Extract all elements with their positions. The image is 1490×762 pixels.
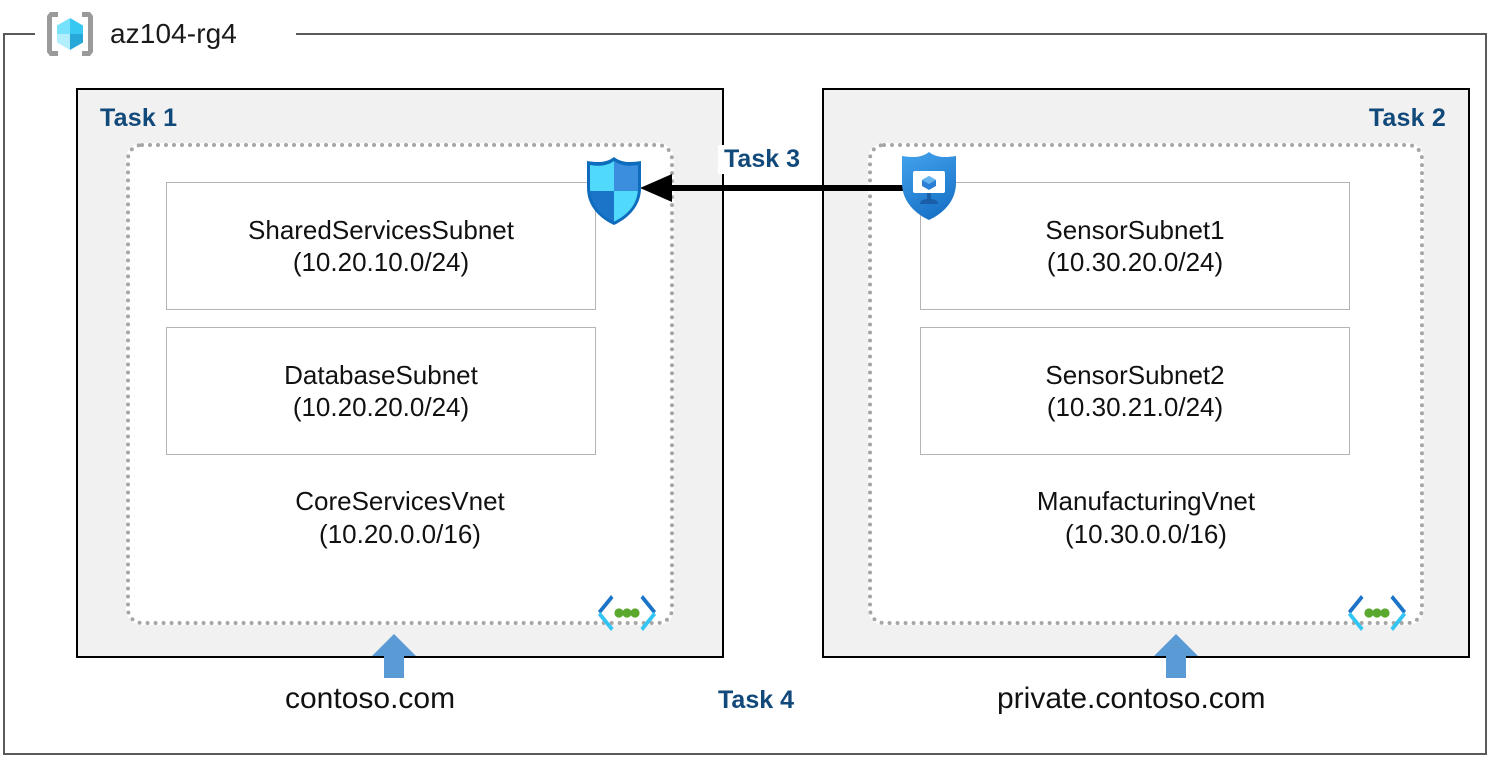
peering-arrow-left-icon — [640, 174, 914, 202]
task-3-label: Task 3 — [718, 145, 806, 174]
subnet-cidr: (10.20.10.0/24) — [292, 247, 470, 277]
vnet-icon — [598, 595, 656, 631]
vnet-manufacturing-boundary: SensorSubnet1 (10.30.20.0/24) SensorSubn… — [868, 143, 1424, 631]
virtual-machine-shield-icon — [902, 152, 956, 220]
vnet-name: CoreServicesVnet — [295, 486, 505, 516]
subnet-databasesubnet: DatabaseSubnet (10.20.20.0/24) — [166, 327, 596, 455]
resource-group-name: az104-rg4 — [110, 18, 237, 49]
resource-group-border-right — [1485, 33, 1487, 755]
vnet-cidr: (10.20.0.0/16) — [319, 518, 481, 549]
task-2-label: Task 2 — [1368, 104, 1446, 132]
resource-group-title: az104-rg4 — [44, 6, 247, 62]
vnet-name: ManufacturingVnet — [1036, 486, 1256, 516]
resource-group-border-top-left — [3, 33, 35, 35]
subnet-name: SharedServicesSubnet — [248, 214, 514, 245]
task-4-label: Task 4 — [718, 686, 794, 714]
subnet-name: DatabaseSubnet — [284, 359, 478, 390]
subnet-name: SensorSubnet1 — [1045, 214, 1225, 245]
up-arrow-icon-private-contoso — [1154, 634, 1198, 678]
up-arrow-icon-contoso — [372, 634, 416, 678]
network-security-group-shield-icon — [587, 157, 641, 225]
vnet-manufacturing-label: ManufacturingVnet (10.30.0.0/16) — [872, 485, 1420, 550]
subnet-sensorsubnet2: SensorSubnet2 (10.30.21.0/24) — [920, 327, 1350, 455]
task-1-label: Task 1 — [100, 104, 178, 132]
resource-group-border-left — [3, 33, 5, 755]
subnet-cidr: (10.20.20.0/24) — [292, 392, 470, 422]
subnet-cidr: (10.30.20.0/24) — [1046, 247, 1224, 277]
subnet-sensorsubnet1: SensorSubnet1 (10.30.20.0/24) — [920, 182, 1350, 310]
resource-group-border-top-right — [296, 33, 1487, 35]
dns-zone-private-contoso-label: private.contoso.com — [997, 682, 1266, 715]
dns-zone-contoso-label: contoso.com — [285, 682, 456, 715]
vnet-core-services-label: CoreServicesVnet (10.20.0.0/16) — [130, 485, 670, 550]
resource-group-cube-icon — [47, 12, 93, 56]
vnet-cidr: (10.30.0.0/16) — [1065, 518, 1227, 549]
vnet-icon — [1348, 595, 1406, 631]
subnet-sharedservicessubnet: SharedServicesSubnet (10.20.10.0/24) — [166, 182, 596, 310]
resource-group-border-bottom — [3, 753, 1487, 755]
subnet-cidr: (10.30.21.0/24) — [1046, 392, 1224, 422]
subnet-name: SensorSubnet2 — [1045, 359, 1225, 390]
vnet-core-services-boundary: SharedServicesSubnet (10.20.10.0/24) Dat… — [126, 143, 674, 631]
